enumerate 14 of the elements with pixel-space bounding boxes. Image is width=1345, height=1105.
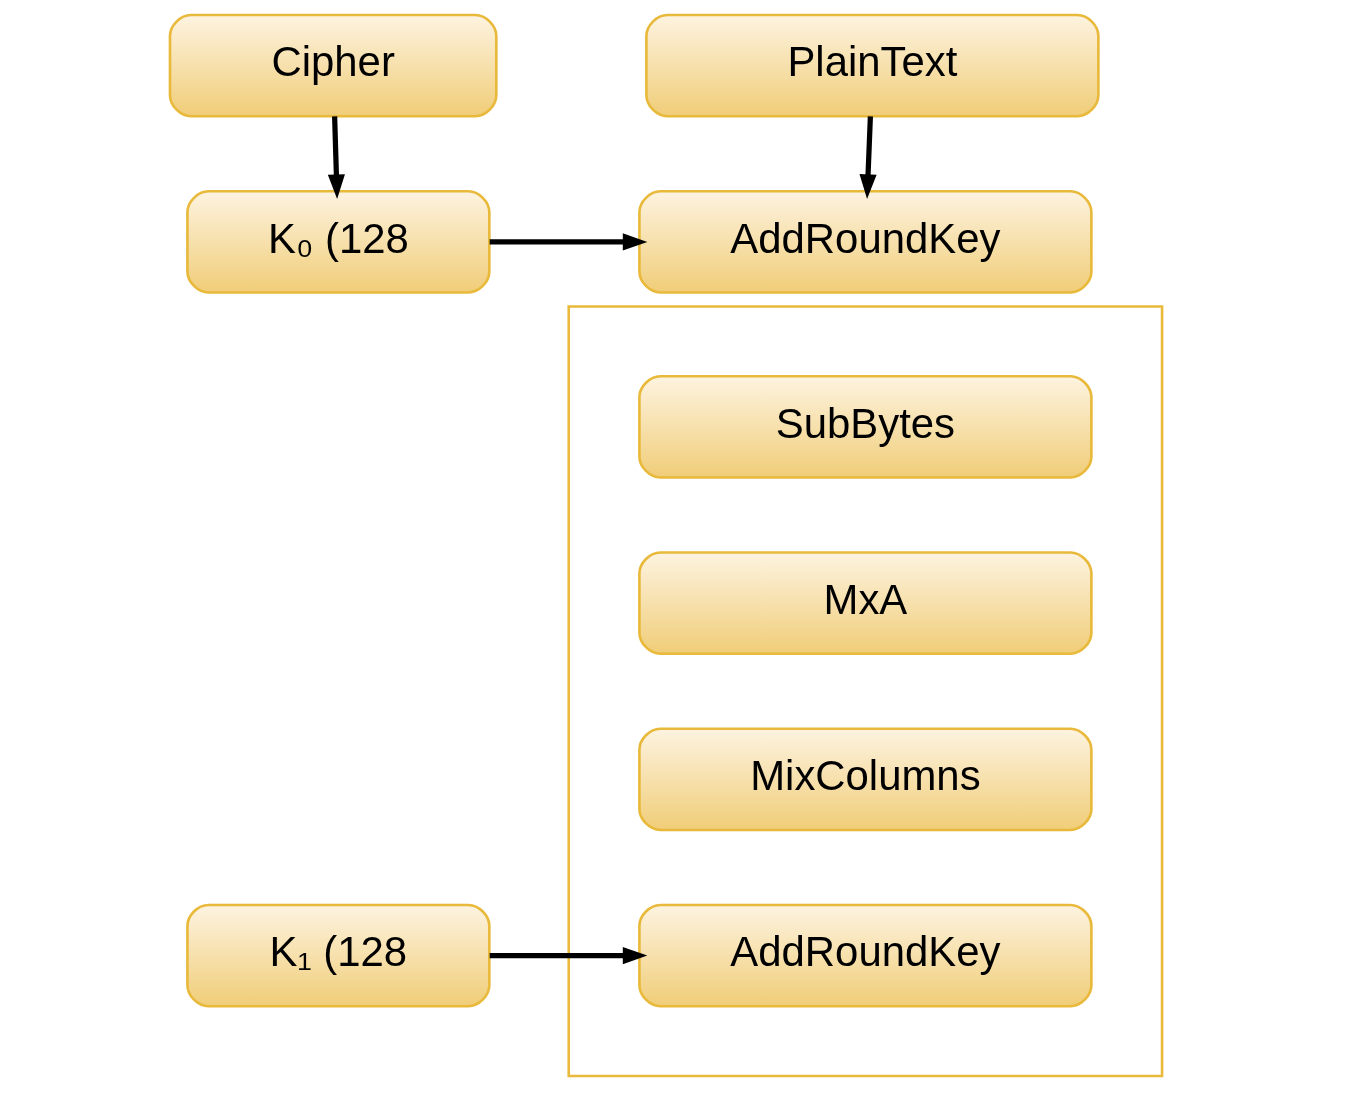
cluster: [566, 305, 1163, 1078]
node-box: K₁ (128: [185, 903, 491, 1008]
node-box: AddRoundKey: [637, 189, 1093, 294]
node-box: PlainText: [644, 13, 1100, 118]
arrow: [858, 116, 877, 199]
node-box: Cipher: [168, 13, 498, 118]
node-box: AddRoundKey: [637, 903, 1093, 1008]
node-box: MxA: [637, 551, 1093, 655]
node-box: MixColumns: [637, 727, 1093, 832]
node-box: SubBytes: [637, 374, 1093, 479]
arrow: [327, 116, 345, 199]
arrow: [489, 233, 647, 251]
arrow: [489, 947, 647, 965]
node-box: K₀ (128: [185, 189, 491, 294]
